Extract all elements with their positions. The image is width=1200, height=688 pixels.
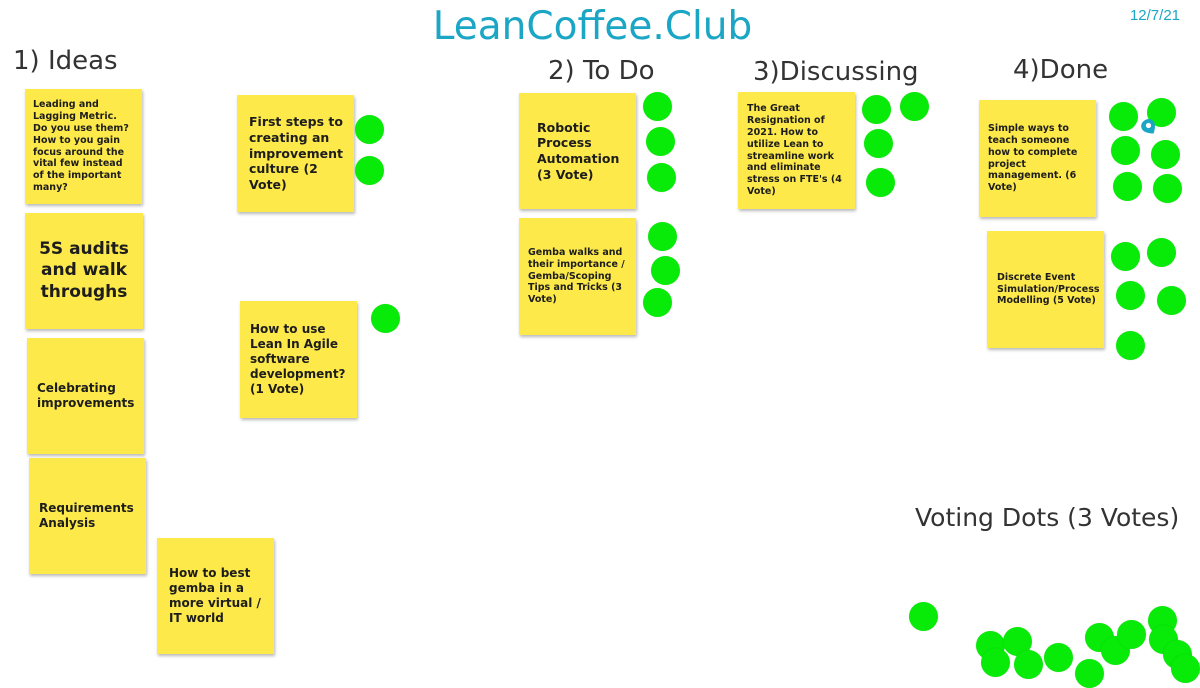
- voting-dot[interactable]: [862, 95, 891, 124]
- voting-dot[interactable]: [371, 304, 400, 333]
- sticky-note-text: Leading and Lagging Metric. Do you use t…: [33, 99, 129, 194]
- voting-dot[interactable]: [646, 127, 675, 156]
- sticky-note[interactable]: Celebrating improvements: [27, 338, 144, 454]
- sticky-note-text: Discrete Event Simulation/Process Modell…: [997, 271, 1100, 307]
- voting-dot[interactable]: [1014, 650, 1043, 679]
- voting-dot[interactable]: [647, 163, 676, 192]
- voting-dot[interactable]: [909, 602, 938, 631]
- voting-dot[interactable]: [1151, 140, 1180, 169]
- voting-dot[interactable]: [1117, 620, 1146, 649]
- voting-dot[interactable]: [1157, 286, 1186, 315]
- map-pin-icon[interactable]: [1140, 118, 1158, 136]
- voting-dot[interactable]: [651, 256, 680, 285]
- sticky-note[interactable]: First steps to creating an improvement c…: [237, 95, 354, 212]
- sticky-note-text: First steps to creating an improvement c…: [249, 114, 344, 192]
- voting-dot[interactable]: [1075, 659, 1104, 688]
- column-header-ideas: 1) Ideas: [13, 46, 118, 76]
- sticky-note-text: How to best gemba in a more virtual / IT…: [169, 566, 261, 625]
- voting-dot[interactable]: [1111, 136, 1140, 165]
- sticky-note[interactable]: Requirements Analysis: [29, 458, 146, 574]
- voting-dot[interactable]: [648, 222, 677, 251]
- sticky-note[interactable]: Simple ways to teach someone how to comp…: [979, 100, 1096, 217]
- sticky-note[interactable]: Robotic Process Automation (3 Vote): [519, 93, 636, 209]
- sticky-note-text: Gemba walks and their importance / Gemba…: [528, 246, 625, 306]
- voting-dots-label: Voting Dots (3 Votes): [915, 503, 1180, 532]
- voting-dot[interactable]: [355, 156, 384, 185]
- sticky-note[interactable]: Leading and Lagging Metric. Do you use t…: [25, 89, 142, 204]
- voting-dot[interactable]: [1147, 238, 1176, 267]
- column-header-todo: 2) To Do: [548, 56, 655, 86]
- sticky-note-text: Requirements Analysis: [39, 501, 134, 530]
- column-header-discussing: 3)Discussing: [753, 57, 919, 87]
- board-date: 12/7/21: [1129, 7, 1180, 24]
- voting-dot[interactable]: [355, 115, 384, 144]
- voting-dot[interactable]: [900, 92, 929, 121]
- voting-dot[interactable]: [1116, 281, 1145, 310]
- sticky-note[interactable]: The Great Resignation of 2021. How to ut…: [738, 92, 855, 209]
- sticky-note[interactable]: 5S audits and walk throughs: [25, 213, 143, 329]
- voting-dot[interactable]: [1044, 643, 1073, 672]
- sticky-note[interactable]: Discrete Event Simulation/Process Modell…: [987, 231, 1104, 348]
- voting-dot[interactable]: [1116, 331, 1145, 360]
- voting-dot[interactable]: [1171, 654, 1200, 683]
- voting-dot[interactable]: [1111, 242, 1140, 271]
- voting-dot[interactable]: [1113, 172, 1142, 201]
- voting-dot[interactable]: [1109, 102, 1138, 131]
- voting-dot[interactable]: [864, 129, 893, 158]
- voting-dot[interactable]: [1153, 174, 1182, 203]
- column-header-done: 4)Done: [1013, 55, 1109, 85]
- voting-dot[interactable]: [981, 648, 1010, 677]
- sticky-note-text: Celebrating improvements: [37, 381, 135, 410]
- sticky-note[interactable]: How to best gemba in a more virtual / IT…: [157, 538, 274, 654]
- sticky-note-text: How to use Lean In Agile software develo…: [250, 322, 346, 396]
- sticky-note-text: Robotic Process Automation (3 Vote): [537, 119, 620, 182]
- voting-dot[interactable]: [866, 168, 895, 197]
- sticky-note-text: Simple ways to teach someone how to comp…: [988, 122, 1078, 194]
- sticky-note-text: The Great Resignation of 2021. How to ut…: [747, 103, 842, 198]
- voting-dot[interactable]: [643, 288, 672, 317]
- sticky-note[interactable]: Gemba walks and their importance / Gemba…: [519, 218, 636, 335]
- sticky-note[interactable]: How to use Lean In Agile software develo…: [240, 301, 357, 418]
- board-title: LeanCoffee.Club: [432, 4, 753, 49]
- voting-dot[interactable]: [643, 92, 672, 121]
- sticky-note-text: 5S audits and walk throughs: [39, 239, 129, 302]
